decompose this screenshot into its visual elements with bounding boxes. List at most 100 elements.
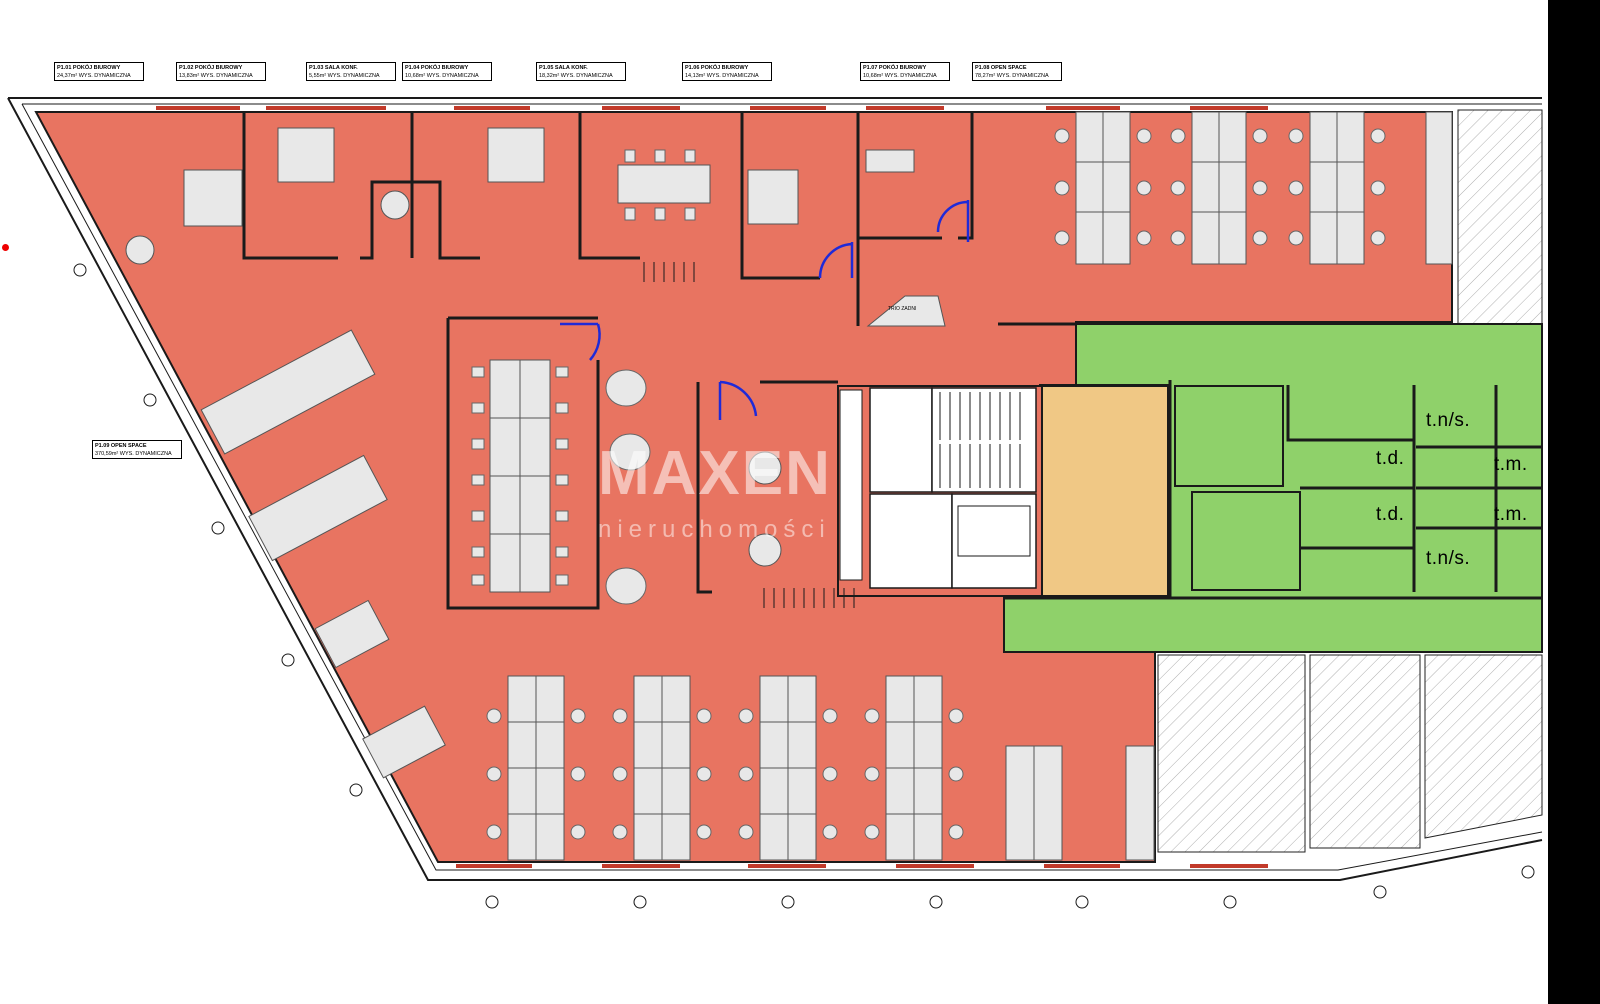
chair [471, 474, 485, 486]
column-marker [781, 895, 795, 909]
chair [1288, 180, 1304, 196]
chair [486, 766, 502, 782]
toilet-label: t.d. [1376, 504, 1405, 525]
chair [822, 766, 838, 782]
chair [612, 824, 628, 840]
room-tag-p104: P1.04 POKÓJ BIUROWY 10,68m² WYS. DYNAMIC… [402, 62, 492, 81]
column-marker [349, 783, 363, 797]
chair [1136, 230, 1152, 246]
desk-cluster [362, 705, 446, 779]
chair [822, 708, 838, 724]
room-tag-title: P1.05 SALA KONF. [539, 65, 588, 71]
chair [486, 708, 502, 724]
chair [1054, 230, 1070, 246]
column-marker [1521, 865, 1535, 879]
toilet-label: t.m. [1494, 504, 1528, 525]
chair [555, 574, 569, 586]
column-marker [1075, 895, 1089, 909]
chair [696, 824, 712, 840]
room-tag-p107: P1.07 POKÓJ BIUROWY 10,68m² WYS. DYNAMIC… [860, 62, 950, 81]
chair [948, 824, 964, 840]
room-tag-p106: P1.06 POKÓJ BIUROWY 14,13m² WYS. DYNAMIC… [682, 62, 772, 81]
furniture-chairs [471, 128, 1386, 840]
chair [1136, 180, 1152, 196]
chair [948, 708, 964, 724]
column-marker [211, 521, 225, 535]
chair [696, 708, 712, 724]
chair [948, 766, 964, 782]
chair [624, 149, 636, 163]
column-marker [281, 653, 295, 667]
chair [471, 574, 485, 586]
column-marker [929, 895, 943, 909]
chair [471, 366, 485, 378]
lounge-chair [609, 433, 651, 471]
chair [738, 766, 754, 782]
chair [570, 708, 586, 724]
chair [1170, 128, 1186, 144]
room-tag-area: 5,55m² WYS. DYNAMICZNA [309, 73, 380, 79]
desk-cluster [314, 599, 390, 669]
stair-core [643, 262, 1043, 608]
desk-cluster [248, 454, 388, 562]
conference-tables [125, 164, 946, 593]
chair [654, 149, 666, 163]
chair [864, 824, 880, 840]
room-tag-title: P1.08 OPEN SPACE [975, 65, 1027, 71]
room-tag-area: 18,32m² WYS. DYNAMICZNA [539, 73, 613, 79]
toilet-label: t.d. [1376, 448, 1405, 469]
chair [471, 510, 485, 522]
floor-plan-drawing [7, 97, 1543, 909]
chair [1252, 128, 1268, 144]
desk [487, 127, 545, 183]
doors [560, 200, 970, 420]
interior-walls [242, 112, 1542, 610]
chair [486, 824, 502, 840]
desk [277, 127, 335, 183]
chair [471, 402, 485, 414]
chair [1054, 128, 1070, 144]
chair [471, 546, 485, 558]
room-tag-title: P1.09 OPEN SPACE [95, 443, 147, 449]
chair [555, 438, 569, 450]
chair [1170, 180, 1186, 196]
chair [696, 766, 712, 782]
chair [684, 149, 696, 163]
column-marker [1373, 885, 1387, 899]
desk-cluster [200, 329, 376, 455]
room-tag-title: P1.07 POKÓJ BIUROWY [863, 65, 927, 71]
chair [624, 207, 636, 221]
chair [555, 510, 569, 522]
chair [1370, 230, 1386, 246]
chair [555, 366, 569, 378]
column-marker [633, 895, 647, 909]
chair [471, 438, 485, 450]
chair [864, 766, 880, 782]
lounge-chair [605, 369, 647, 407]
chair [864, 708, 880, 724]
room-tag-p105: P1.05 SALA KONF. 18,32m² WYS. DYNAMICZNA [536, 62, 626, 81]
room-tag-title: P1.04 POKÓJ BIUROWY [405, 65, 469, 71]
desk [183, 169, 243, 227]
furniture-desks [183, 111, 1453, 861]
lobby-area [1041, 385, 1169, 597]
column-marker [1223, 895, 1237, 909]
toilet-label: t.n/s. [1426, 548, 1471, 569]
chair [1370, 128, 1386, 144]
room-tag-title: P1.01 POKÓJ BIUROWY [57, 65, 121, 71]
chair [654, 207, 666, 221]
marker-dot [2, 244, 9, 251]
chair [612, 708, 628, 724]
room-tag-p108: P1.08 OPEN SPACE 78,27m² WYS. DYNAMICZNA [972, 62, 1062, 81]
window-reveals [156, 106, 1268, 868]
column-marker [485, 895, 499, 909]
chair [612, 766, 628, 782]
chair [1170, 230, 1186, 246]
chair [1288, 128, 1304, 144]
chair [570, 824, 586, 840]
chair [570, 766, 586, 782]
chair [555, 474, 569, 486]
chair [1288, 230, 1304, 246]
lounge-chair [605, 567, 647, 605]
